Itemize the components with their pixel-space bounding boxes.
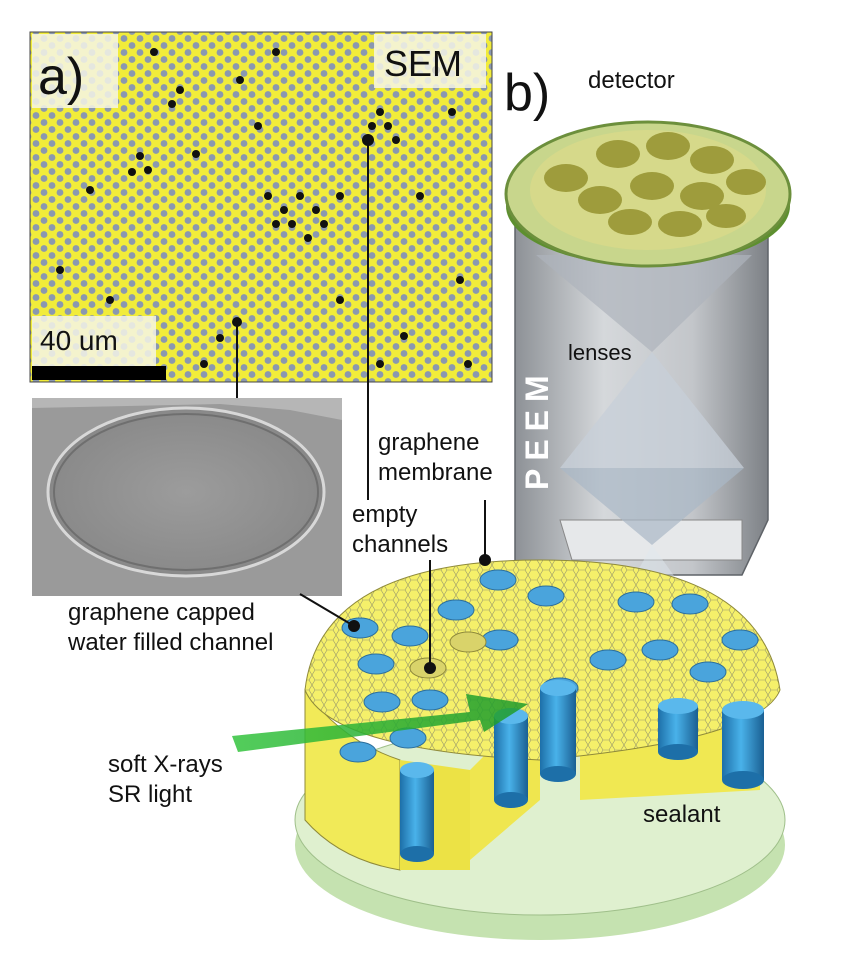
detector-disc: [504, 120, 792, 268]
scalebar-label-bg: [32, 316, 156, 366]
peem-label: PEEM: [519, 367, 555, 490]
capped-channel-label-1: graphene capped: [68, 599, 255, 626]
scalebar: [32, 366, 166, 380]
graphene-membrane-label-2: membrane: [378, 459, 493, 486]
scalebar-label: 40 um: [40, 325, 118, 356]
sem-image: a) SEM 40 um: [29, 31, 493, 383]
detector-label: detector: [588, 67, 675, 94]
capped-channel-label-2: water filled channel: [67, 629, 273, 656]
xray-label-1: soft X-rays: [108, 751, 223, 778]
panel-b-label: b): [504, 64, 550, 122]
graphene-membrane-label-1: graphene: [378, 429, 479, 456]
channel-cylinders: [400, 680, 764, 862]
xray-label-2: SR light: [108, 781, 192, 808]
panel-a-label: a): [38, 48, 84, 106]
zoom-connector-dot: [232, 317, 242, 327]
leader-lines: [299, 134, 491, 674]
empty-channels-label-1: empty: [352, 501, 417, 528]
panel-a-label-bg: [32, 34, 118, 108]
sem-tag-bg: [374, 34, 486, 88]
lenses-label: lenses: [568, 340, 632, 365]
sem-tag: SEM: [384, 43, 462, 84]
xray-beam-arrow: [232, 694, 528, 752]
empty-channels-label-2: channels: [352, 531, 448, 558]
empty-holes: [56, 48, 472, 368]
sealant-label: sealant: [643, 801, 721, 828]
sem-zoom-image: [32, 398, 342, 596]
